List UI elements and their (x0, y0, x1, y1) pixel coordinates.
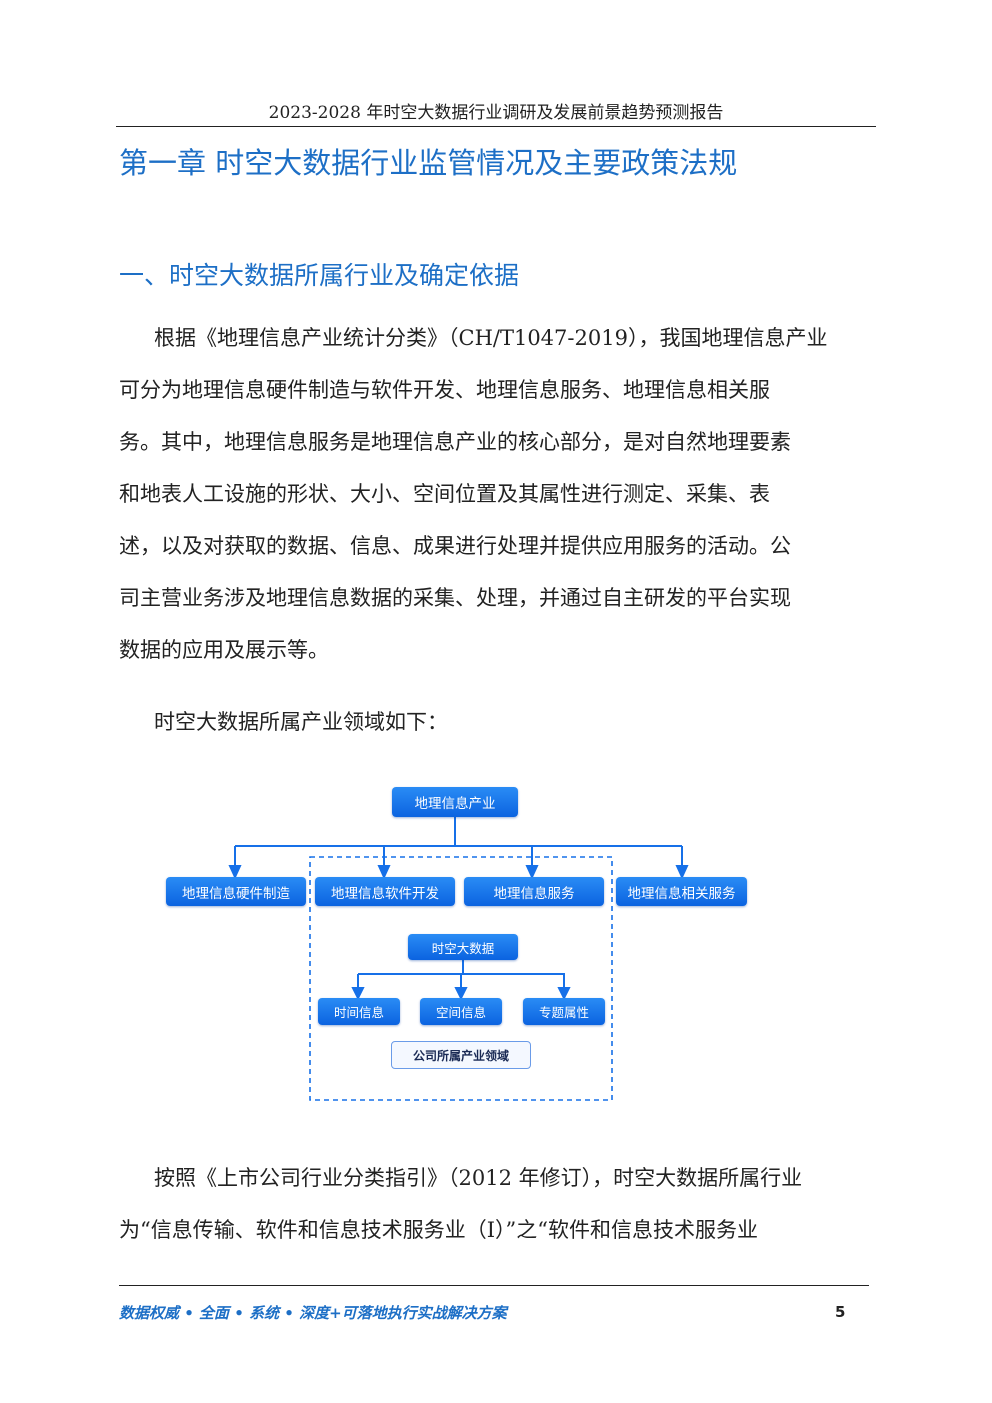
text-line: 和地表人工设施的形状、大小、空间位置及其属性进行测定、采集、表 (119, 482, 770, 506)
footer-divider (119, 1285, 869, 1286)
footer-slogan: 数据权威 • 全面 • 系统 • 深度+可落地执行实战解决方案 (119, 1304, 507, 1322)
text-line: 可分为地理信息硬件制造与软件开发、地理信息服务、地理信息相关服 (119, 378, 770, 402)
node-software: 地理信息软件开发 (315, 877, 455, 906)
text-line: 务。其中，地理信息服务是地理信息产业的核心部分，是对自然地理要素 (119, 430, 791, 454)
node-time-info: 时间信息 (318, 998, 400, 1025)
paragraph-2: 时空大数据所属产业领域如下： (154, 710, 448, 734)
text-line: 司主营业务涉及地理信息数据的采集、处理，并通过自主研发的平台实现 (119, 586, 791, 610)
text-line: 为“信息传输、软件和信息技术服务业（I）”之“软件和信息技术服务业 (119, 1218, 759, 1242)
legend-company-domain: 公司所属产业领域 (391, 1041, 531, 1069)
node-hardware: 地理信息硬件制造 (166, 877, 306, 906)
text-line: 数据的应用及展示等。 (119, 638, 329, 662)
text-line: 根据《地理信息产业统计分类》（CH/T1047-2019），我国地理信息产业 (154, 326, 828, 350)
header-divider (116, 126, 876, 127)
chapter-title: 第一章 时空大数据行业监管情况及主要政策法规 (119, 146, 738, 180)
running-header: 2023-2028 年时空大数据行业调研及发展前景趋势预测报告 (268, 103, 724, 123)
text-line: 述，以及对获取的数据、信息、成果进行处理并提供应用服务的活动。公 (119, 534, 791, 558)
company-domain-dashed-frame (309, 856, 613, 1101)
text-line: 按照《上市公司行业分类指引》（2012 年修订），时空大数据所属行业 (154, 1166, 803, 1190)
node-geo-info-industry: 地理信息产业 (392, 787, 518, 817)
node-service: 地理信息服务 (464, 877, 604, 906)
node-spatiotemporal-big-data: 时空大数据 (408, 934, 518, 960)
section-title: 一、时空大数据所属行业及确定依据 (119, 261, 520, 290)
node-space-info: 空间信息 (420, 998, 502, 1025)
node-thematic-attr: 专题属性 (523, 998, 605, 1025)
node-related-service: 地理信息相关服务 (616, 877, 747, 906)
page-number: 5 (835, 1303, 846, 1321)
